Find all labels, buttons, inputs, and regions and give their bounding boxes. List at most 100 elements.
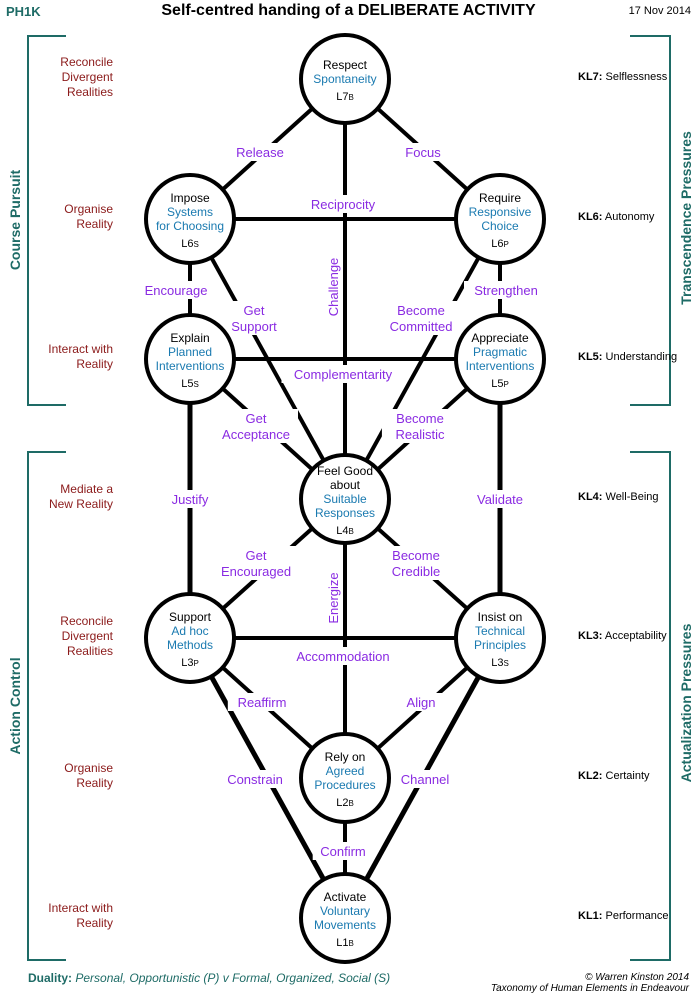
left-label-line: Reality: [76, 776, 113, 790]
left-label-line: Divergent: [61, 69, 113, 84]
level-kl3: KL3: Acceptability: [578, 630, 696, 642]
node-concept: Agreed: [326, 764, 365, 778]
right-top-bracket: [630, 35, 671, 406]
node-verb: Rely on: [325, 750, 366, 764]
diagram-title: Self-centred handing of a DELIBERATE ACT…: [161, 2, 536, 19]
edge-label-text: Get: [244, 303, 265, 318]
edge-label-l3p-l3s: Accommodation: [289, 647, 397, 665]
node-level: L6P: [491, 238, 509, 250]
duality-label: Duality:: [28, 971, 73, 985]
left-label-line: Reality: [76, 357, 113, 371]
edge-label-bg: [223, 301, 285, 335]
level-name: Autonomy: [602, 211, 655, 223]
left-bottom-bracket: [27, 451, 66, 961]
node-concept: Voluntary: [320, 904, 370, 918]
edge-label-l2b-l1b: Confirm: [312, 842, 374, 860]
node-verb: Impose: [170, 191, 210, 205]
copyright-note: © Warren Kinston 2014 Taxonomy of Human …: [491, 972, 689, 994]
source: Taxonomy of Human Elements in Endeavour: [490, 983, 689, 994]
level-kl2: KL2: Certainty: [578, 770, 696, 782]
node-concept: Suitable: [323, 492, 367, 506]
edge-label-text: Reaffirm: [238, 695, 287, 710]
left-label-line: Reality: [76, 916, 113, 930]
edge-label-text: Committed: [390, 319, 453, 334]
left-label-line: Realities: [66, 643, 113, 658]
node-verb: Respect: [323, 58, 368, 72]
edge-label-l5p-l3s: Validate: [465, 490, 535, 508]
node-circle: [454, 173, 546, 265]
level-kl7: KL7: Selflessness: [578, 71, 696, 83]
edge-label-text: Get: [246, 411, 267, 426]
edge-label-text: Reciprocity: [311, 197, 376, 212]
edge-label-bg: [159, 490, 221, 508]
left-label-line: Reconcile: [60, 613, 113, 628]
edge-label-bg: [381, 546, 451, 580]
node-verb: Activate: [324, 890, 367, 904]
level-code: KL5:: [578, 351, 603, 363]
duality-text: Personal, Opportunistic (P) v Formal, Or…: [75, 971, 391, 985]
diagram-code: PH1K: [6, 4, 41, 19]
node-concept: Spontaneity: [313, 72, 376, 86]
left-label-line: Organise: [64, 202, 113, 216]
edge-label-bg: [137, 281, 215, 299]
edge-label-bg: [227, 693, 297, 711]
level-code: KL3:: [578, 630, 603, 642]
node-circle: [299, 732, 391, 824]
node-level: L3P: [181, 657, 199, 669]
node-verb: Explain: [170, 331, 209, 345]
copyright: © Warren Kinston 2014: [585, 972, 689, 983]
edge-label-bg: [400, 143, 446, 161]
node-level: L5P: [491, 378, 509, 390]
edge-label-l4b-l1b: Energize: [324, 563, 342, 633]
node-concept: Interventions: [466, 359, 535, 373]
edge-label-l6s-l5s: Encourage: [137, 281, 215, 299]
edge-label-bg: [324, 563, 342, 633]
node-circle: [454, 313, 546, 405]
edge-label-text: Acceptance: [222, 427, 290, 442]
node-concept: Interventions: [156, 359, 225, 373]
node-concept: Pragmatic: [473, 345, 527, 359]
level-code: KL6:: [578, 211, 603, 223]
edge-label-bg: [394, 770, 456, 788]
edge-label-bg: [312, 842, 374, 860]
right-bottom-bracket: [630, 451, 671, 961]
left-label-line: Reality: [76, 217, 113, 231]
level-name: Well-Being: [602, 491, 659, 503]
edge-label-text: Realistic: [395, 427, 445, 442]
left-label-line: Realities: [66, 84, 113, 99]
level-name: Performance: [602, 910, 669, 922]
node-level: L3S: [491, 657, 509, 669]
edge-label-text: Challenge: [326, 258, 341, 317]
level-code: KL7:: [578, 71, 603, 83]
edge-label-bg: [281, 365, 405, 383]
level-kl4: KL4: Well-Being: [578, 491, 696, 503]
edge-label-bg: [465, 490, 535, 508]
left-label-line: Reconcile: [60, 54, 113, 69]
node-concept: Technical: [475, 624, 525, 638]
level-kl5: KL5: Understanding: [578, 351, 696, 363]
node-level: L5S: [181, 378, 199, 390]
edge-label-l7b-l6p: Focus: [400, 143, 446, 161]
level-code: KL4:: [578, 491, 603, 503]
edge-label-text: Focus: [405, 145, 441, 160]
edge-label-text: Channel: [401, 772, 450, 787]
node-verb: about: [330, 478, 361, 492]
edge-label-text: Support: [231, 319, 277, 334]
node-concept: Planned: [168, 345, 212, 359]
edge-label-text: Encouraged: [221, 564, 291, 579]
node-circle: [144, 173, 236, 265]
